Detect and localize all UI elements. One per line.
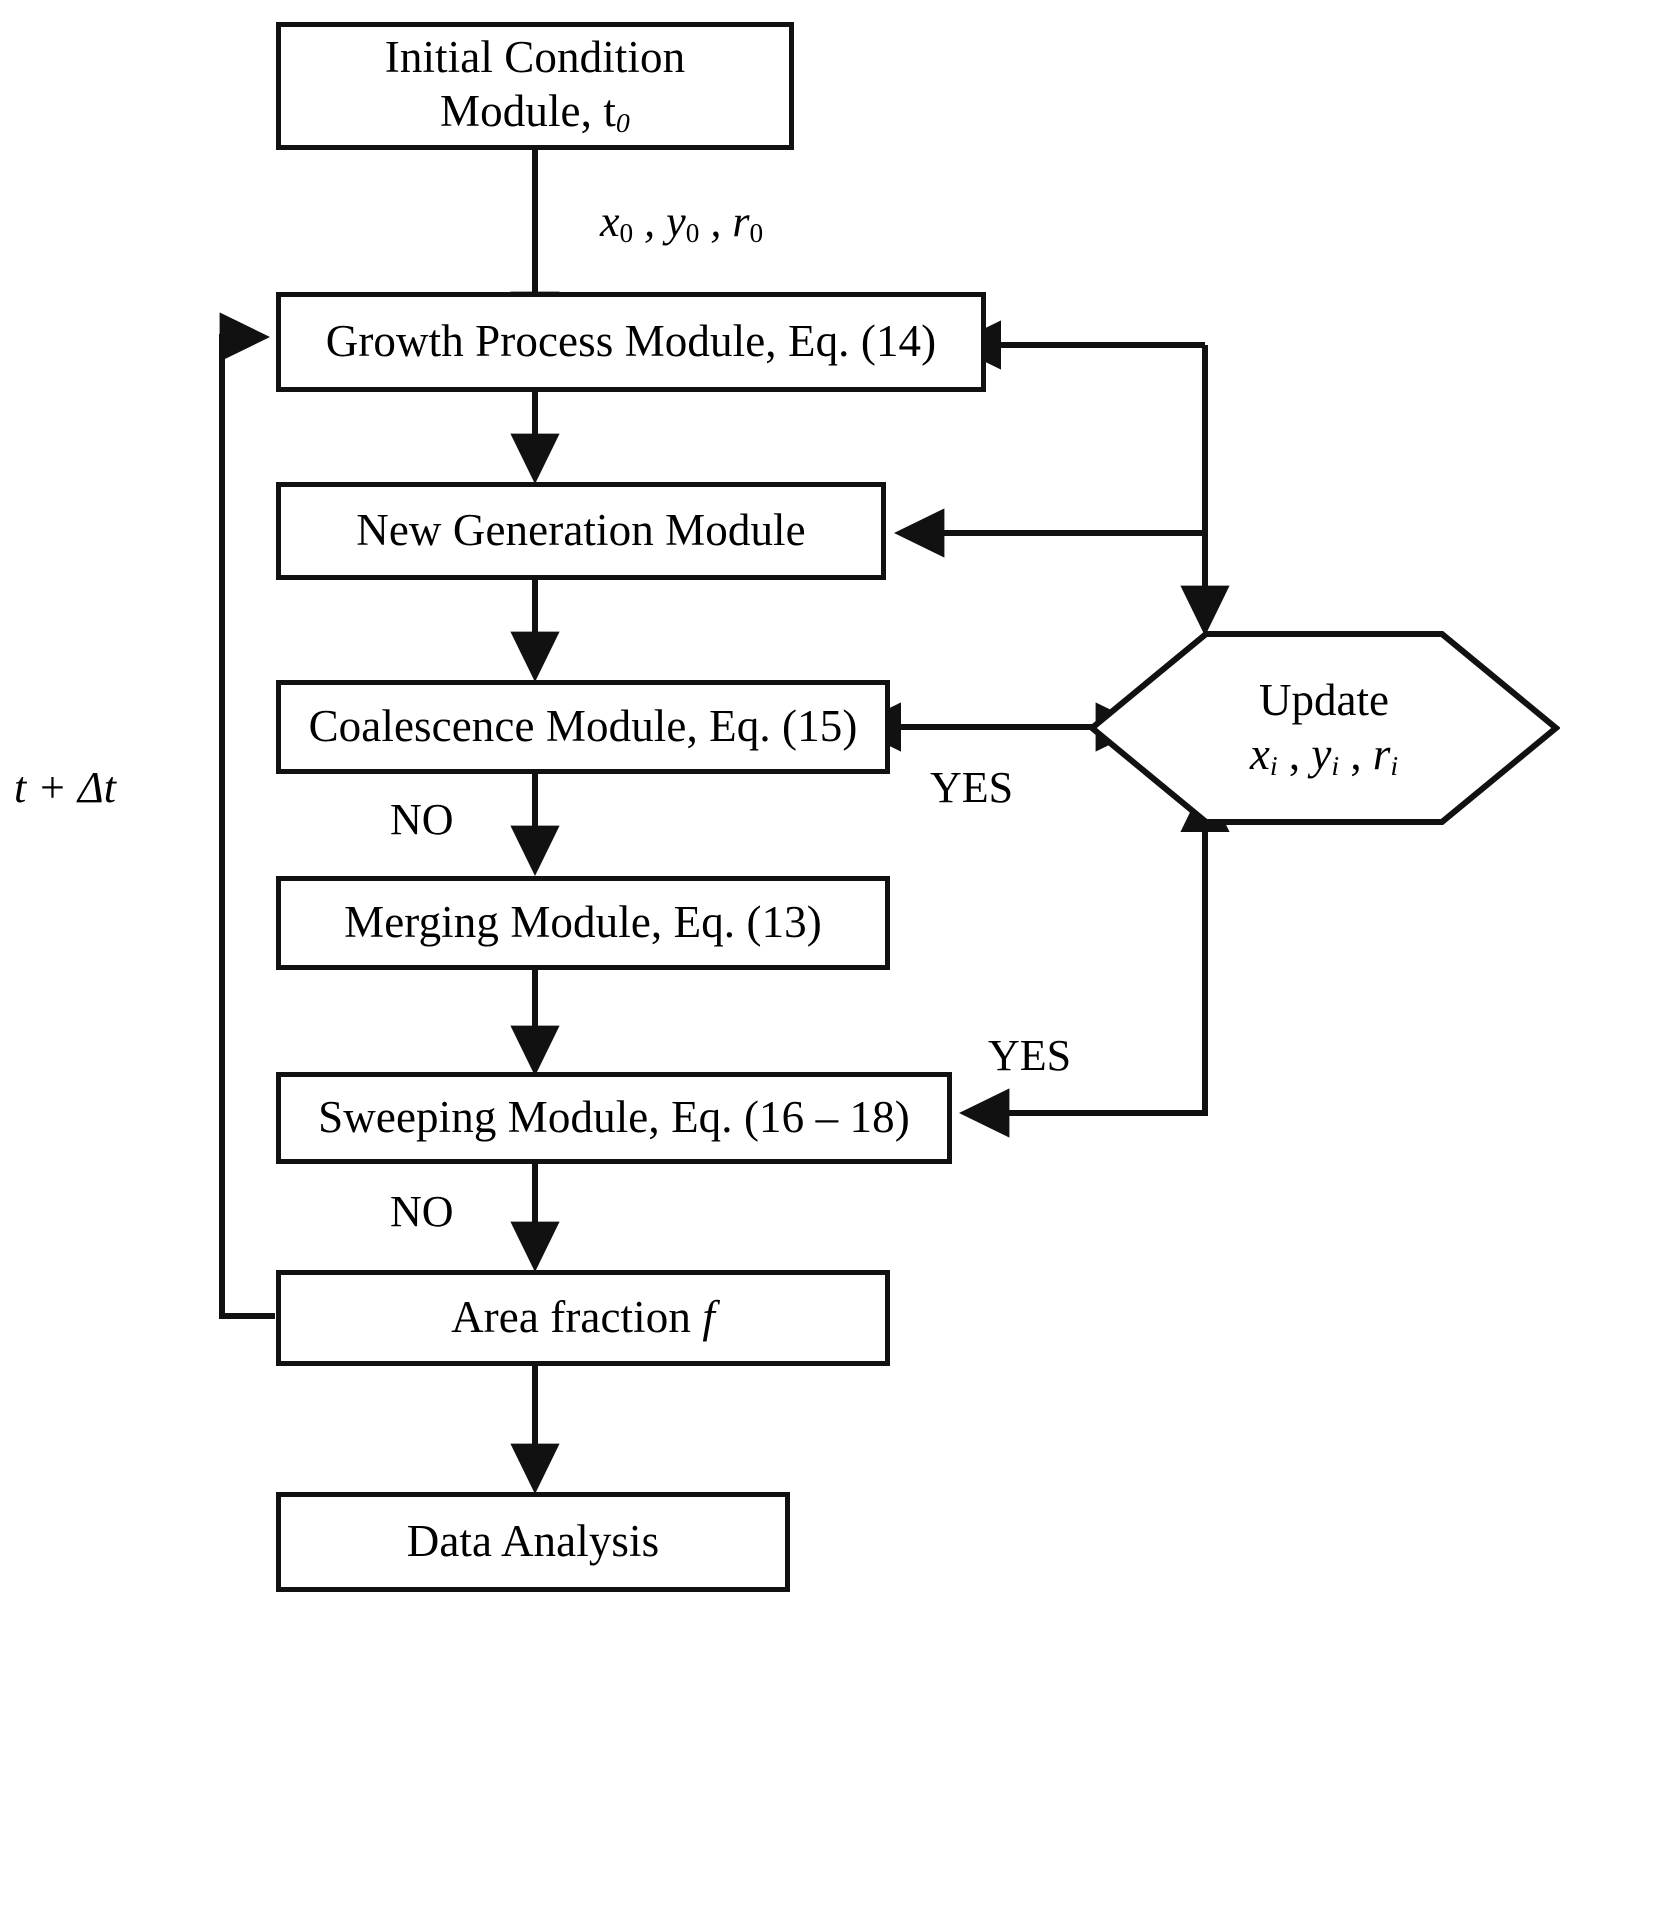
node-coalescence-module[interactable]: Coalescence Module, Eq. (15) bbox=[276, 680, 890, 774]
coalescence-label: Coalescence Module, Eq. (15) bbox=[308, 701, 858, 752]
initial-condition-line1: Initial Condition bbox=[384, 32, 686, 83]
node-new-generation-module[interactable]: New Generation Module bbox=[276, 482, 886, 580]
subscript-zero: 0 bbox=[615, 107, 630, 139]
edge-label-sweeping-no: NO bbox=[390, 1187, 454, 1236]
edge-label-coalescence-no: NO bbox=[390, 795, 454, 844]
new-generation-label: New Generation Module bbox=[356, 505, 806, 556]
edge-label-time-step: t + Δt bbox=[14, 763, 116, 812]
node-sweeping-module[interactable]: Sweeping Module, Eq. (16 – 18) bbox=[276, 1072, 952, 1164]
growth-process-label: Growth Process Module, Eq. (14) bbox=[325, 316, 937, 367]
update-title: Update bbox=[1259, 674, 1389, 725]
merging-label: Merging Module, Eq. (13) bbox=[344, 897, 822, 948]
area-fraction-symbol: f bbox=[702, 1292, 715, 1343]
node-data-analysis[interactable]: Data Analysis bbox=[276, 1492, 790, 1592]
node-area-fraction[interactable]: Area fraction f bbox=[276, 1270, 890, 1366]
edge-label-initial-coordinates: x0 , y0 , r0 bbox=[600, 197, 764, 248]
update-variables: xi , yi , ri bbox=[1249, 728, 1399, 782]
node-merging-module[interactable]: Merging Module, Eq. (13) bbox=[276, 876, 890, 970]
area-fraction-label: Area fraction f bbox=[451, 1292, 715, 1343]
node-update-hexagon[interactable]: Update xi , yi , ri bbox=[1088, 630, 1560, 826]
edge-label-coalescence-yes: YES bbox=[930, 763, 1014, 812]
node-growth-process-module[interactable]: Growth Process Module, Eq. (14) bbox=[276, 292, 986, 392]
node-initial-condition-module[interactable]: Initial Condition Module, t0 bbox=[276, 22, 794, 150]
initial-condition-line2: Module, t0 bbox=[440, 85, 630, 139]
edge-label-sweeping-yes: YES bbox=[988, 1031, 1072, 1080]
data-analysis-label: Data Analysis bbox=[406, 1516, 660, 1567]
sweeping-label: Sweeping Module, Eq. (16 – 18) bbox=[318, 1092, 910, 1143]
